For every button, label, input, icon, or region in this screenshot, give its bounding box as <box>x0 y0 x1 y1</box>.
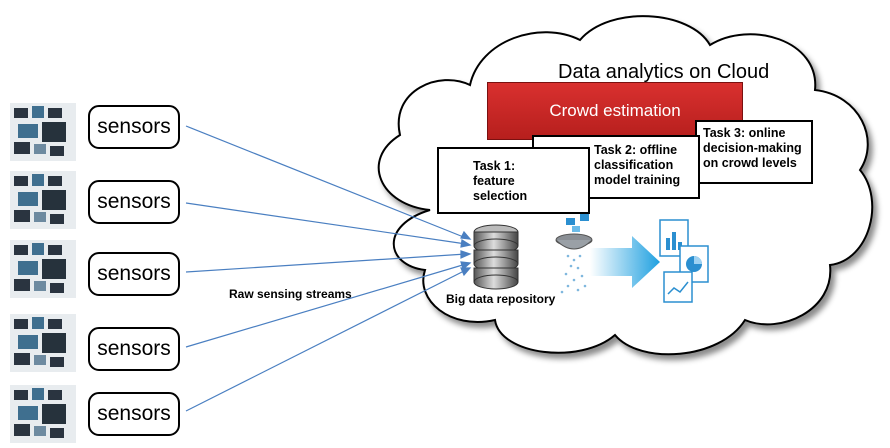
cloud-title: Data analytics on Cloud <box>558 61 770 83</box>
sensor-label: sensors <box>97 337 171 360</box>
repository-label: Big data repository <box>446 292 556 306</box>
sensor-box: sensors <box>88 105 180 149</box>
crowd-estimation-box: Crowd estimation <box>487 82 743 140</box>
sensor-label: sensors <box>97 115 171 138</box>
sensor-label: sensors <box>97 402 171 425</box>
sensor-board-image <box>10 385 76 443</box>
task-1-label: Task 1: feature selection <box>473 159 528 203</box>
sensor-images <box>10 103 76 443</box>
task-1-box: Task 1: feature selection <box>437 147 590 214</box>
sensor-label: sensors <box>97 190 171 213</box>
sensor-box: sensors <box>88 180 180 224</box>
flow-arrow <box>590 236 660 288</box>
stream-arrowhead <box>460 267 472 277</box>
stream-arrowhead <box>460 239 472 248</box>
sensor-board-image <box>10 171 76 229</box>
stream-arrowhead <box>460 230 472 240</box>
raw-streams-label: Raw sensing streams <box>229 287 352 301</box>
stream-arrowhead <box>460 261 472 271</box>
task-3-box: Task 3: online decision-making on crowd … <box>695 120 813 184</box>
sensor-box: sensors <box>88 252 180 296</box>
stream-arrow <box>185 269 467 412</box>
report-icons <box>659 219 709 303</box>
data-mining-icon <box>555 214 593 294</box>
stream-arrow <box>185 263 467 348</box>
stream-arrows <box>185 125 472 412</box>
stream-arrowhead <box>460 250 472 259</box>
crowd-estimation-label: Crowd estimation <box>549 101 681 120</box>
task-3-label: Task 3: online decision-making on crowd … <box>703 126 802 170</box>
stream-arrow <box>185 125 467 239</box>
database-icon <box>473 224 519 290</box>
sensor-board-image <box>10 314 76 372</box>
sensor-box: sensors <box>88 392 180 436</box>
stream-arrow <box>185 253 467 273</box>
sensor-label: sensors <box>97 262 171 285</box>
sensor-board-image <box>10 240 76 298</box>
sensor-box: sensors <box>88 327 180 371</box>
sensor-board-image <box>10 103 76 161</box>
stream-arrow <box>185 202 467 245</box>
task-2-label: Task 2: offline classification model tra… <box>594 143 681 187</box>
